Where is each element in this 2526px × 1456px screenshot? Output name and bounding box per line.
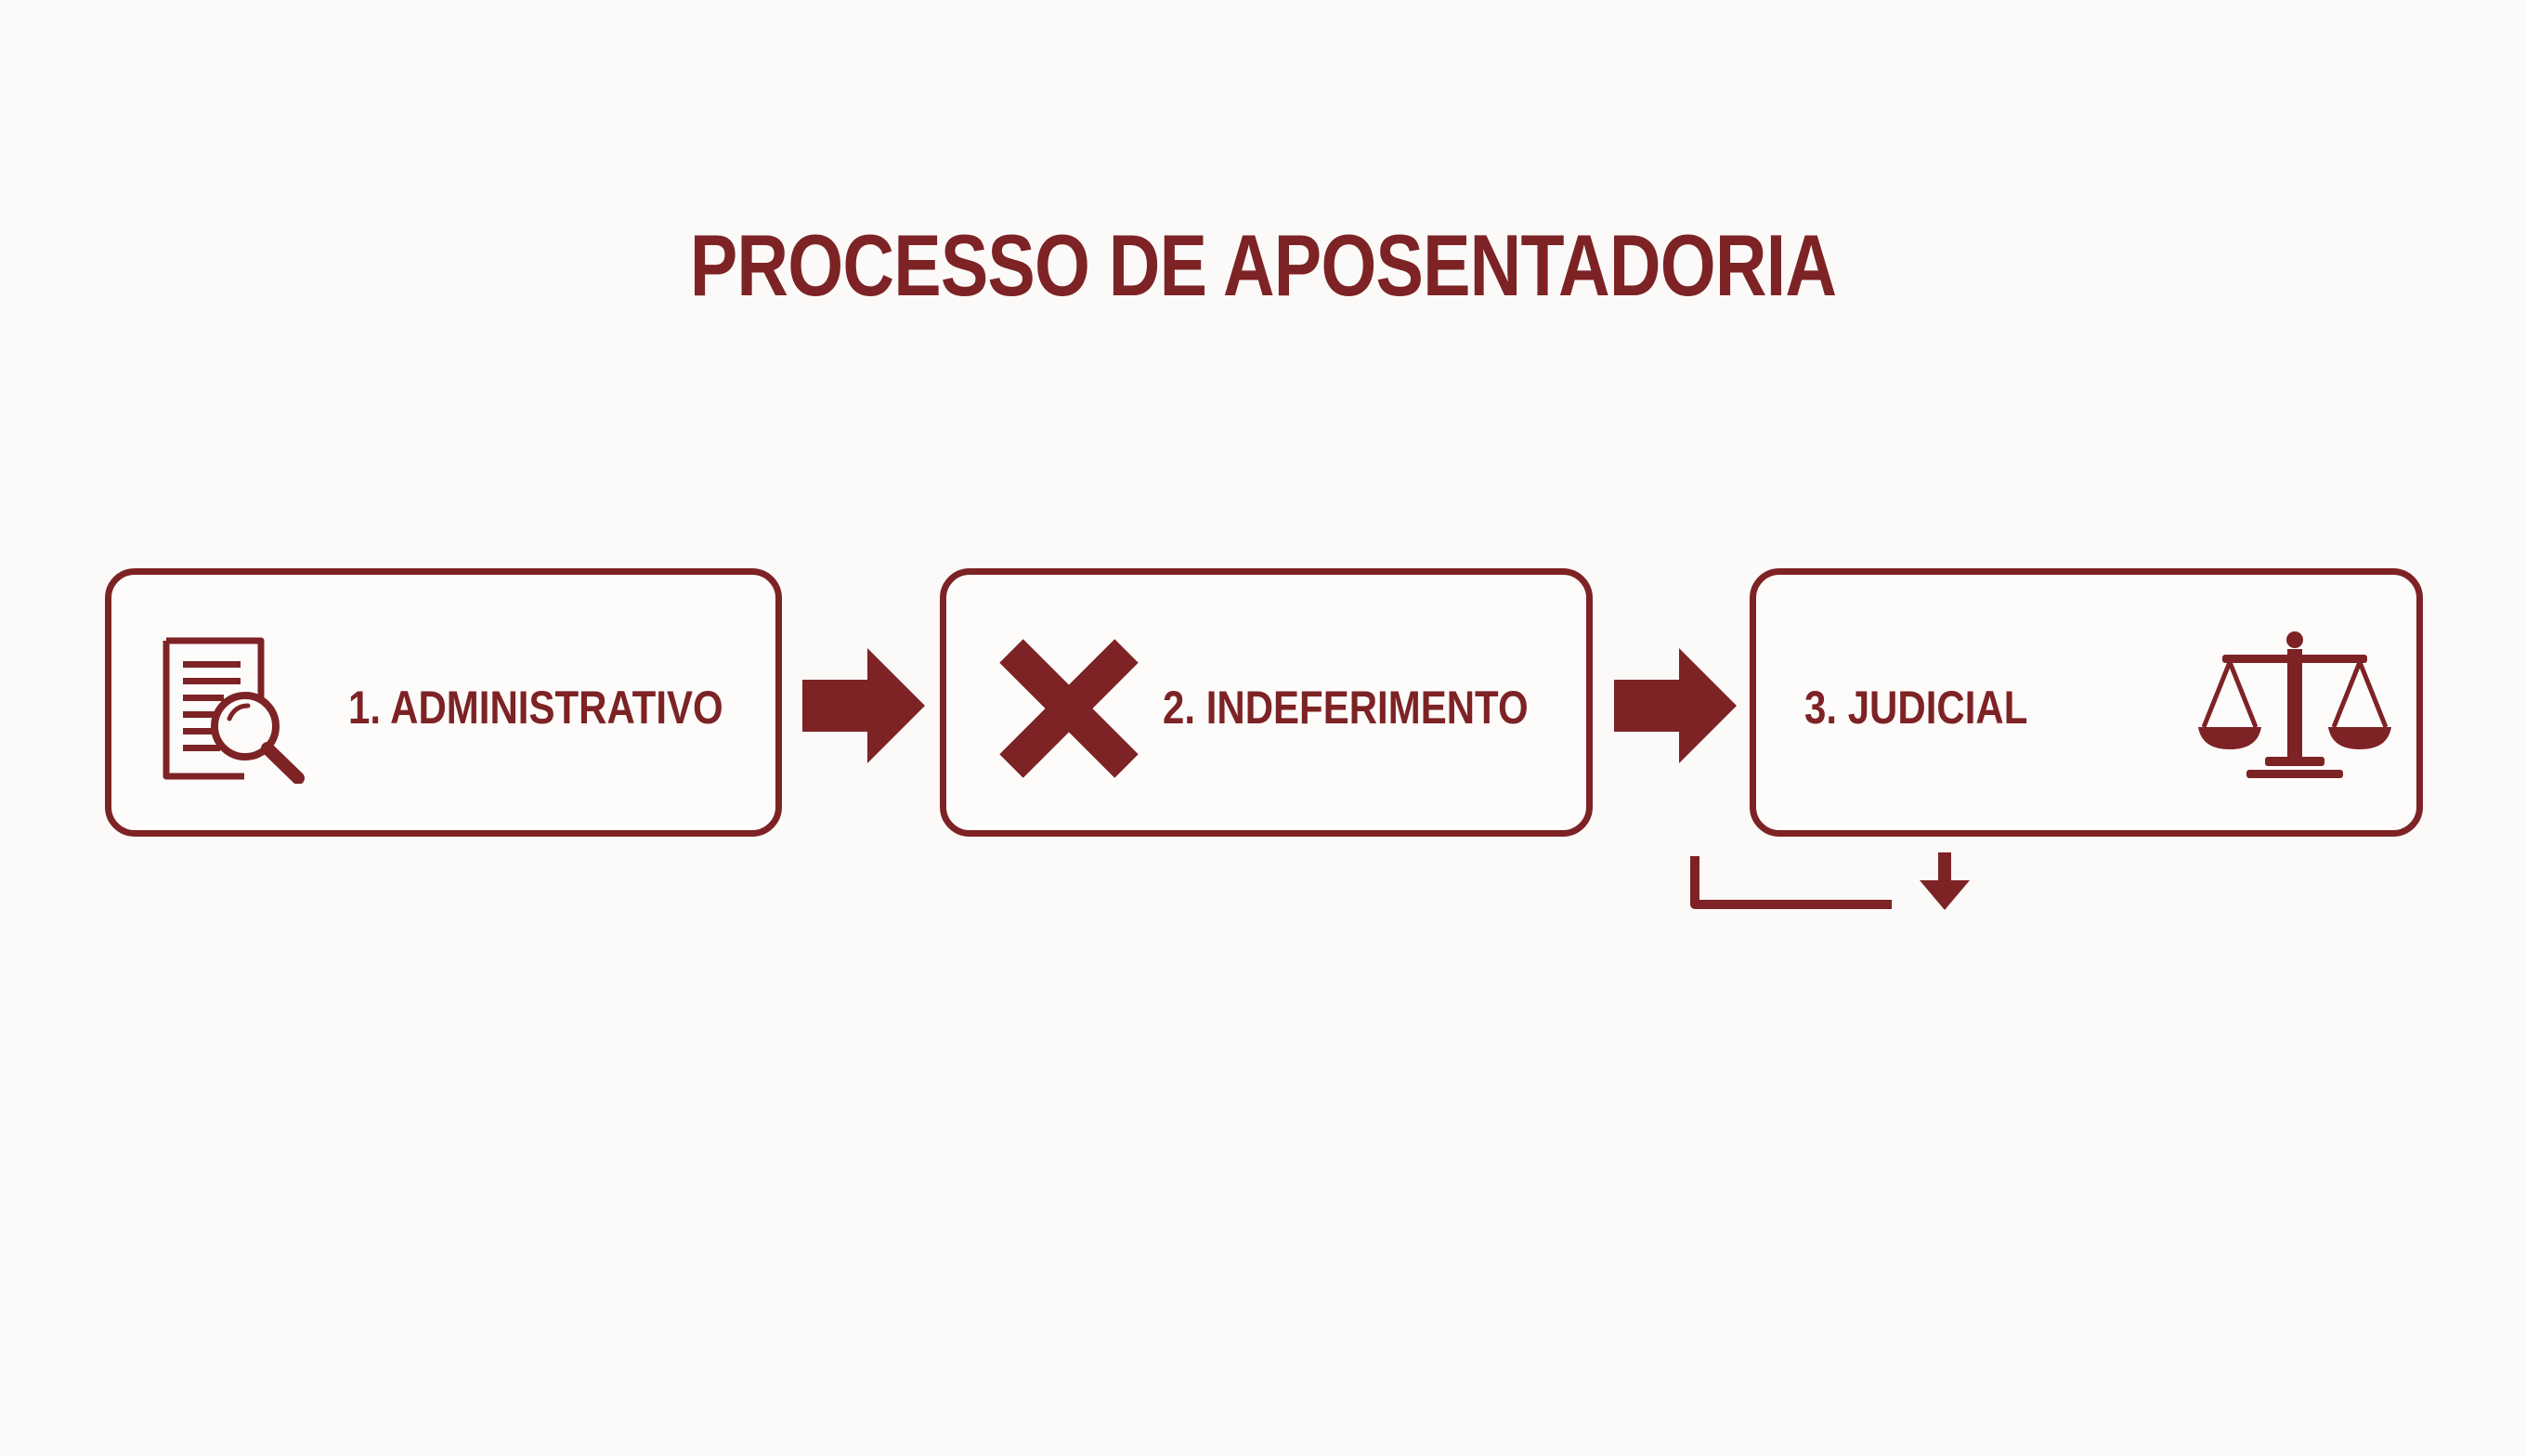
step-box-judicial: 3. JUDICIAL — [1750, 568, 2423, 837]
step-box-indeferimento: 2. INDEFERIMENTO — [940, 568, 1593, 837]
document-search-icon — [161, 635, 319, 784]
right-arrow-icon — [802, 648, 927, 763]
step-label-administrativo: 1. ADMINISTRATIVO — [348, 682, 723, 734]
scales-of-justice-icon — [2193, 630, 2397, 788]
step-label-indeferimento: 2. INDEFERIMENTO — [1163, 682, 1529, 734]
diagram-title: PROCESSO DE APOSENTADORIA — [689, 216, 1837, 314]
step-label-judicial: 3. JUDICIAL — [1804, 682, 2028, 734]
down-arrow-icon — [1686, 852, 1927, 912]
down-arrow-icon — [1916, 852, 1975, 914]
step-box-administrativo: 1. ADMINISTRATIVO — [105, 568, 782, 837]
x-mark-icon — [995, 634, 1143, 783]
right-arrow-icon — [1614, 648, 1738, 763]
